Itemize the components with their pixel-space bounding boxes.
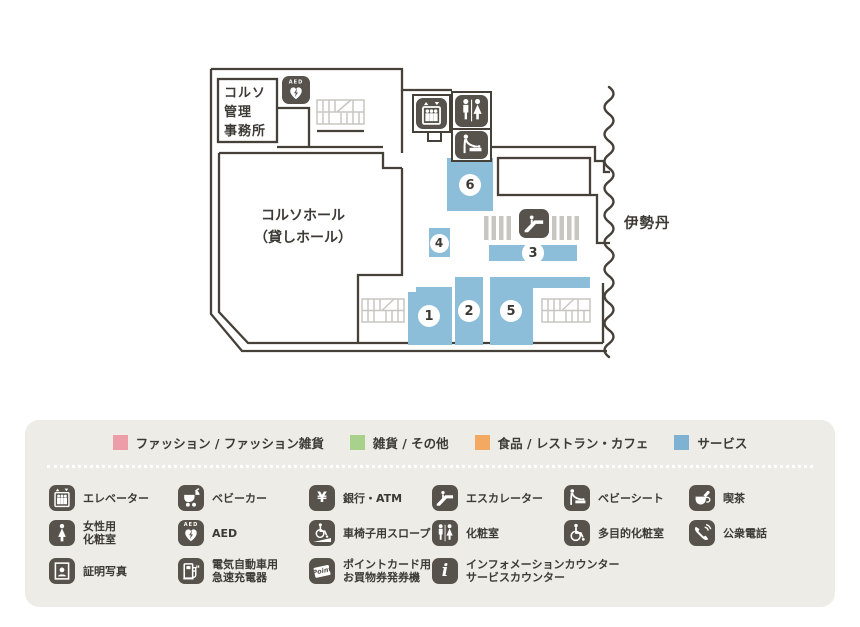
legend-item-information-counter: i インフォメーションカウンター サービスカウンター [432,558,619,584]
goods-swatch [349,435,365,450]
legend-item-elevator: エレベーター [49,485,149,511]
legend-item-aed: AED AED [178,520,237,546]
area-badge-1[interactable]: 1 [418,305,440,327]
legend-item-stroller: ベビーカー [178,485,267,511]
hall-label: コルソホール （貸しホール） [254,208,352,246]
isetan-boundary-wave [603,85,615,359]
coffee-icon [689,485,715,511]
area-badge-2[interactable]: 2 [458,300,480,322]
escalator-icon [432,485,458,511]
svg-text:AED: AED [289,80,303,86]
stairs-bottom-right [541,298,591,323]
category-legend: ファッション / ファッション雑貨 雑貨 / その他 食品 / レストラン・カフ… [25,433,835,452]
photo-icon [49,558,75,584]
phone-icon [689,520,715,546]
legend-item-point-card: Point ポイントカード用 お買物券発券機 [309,558,431,584]
category-fashion: ファッション / ファッション雑貨 [112,433,324,452]
admin-office-label: コルソ 管理 事務所 [224,86,267,139]
map-aed-icon: AED [282,76,310,104]
category-goods: 雑貨 / その他 [349,433,449,452]
floor-map-svg: AED [209,67,615,359]
category-label: 雑貨 / その他 [372,436,449,451]
map-baby-seat-icon [451,128,492,162]
female-icon [49,520,75,546]
legend-item-coffee: 喫茶 [689,485,745,511]
legend-item-id-photo: 証明写真 [49,558,127,584]
category-food: 食品 / レストラン・カフェ [474,433,649,452]
wheelchair-icon [564,520,590,546]
legend-item-ev-charger: 電気自動車用 急速充電器 [178,558,278,584]
yen-icon: ¥ [309,485,335,511]
category-label: サービス [697,436,748,451]
legend-item-womens-restroom: 女性用 化粧室 [49,520,116,546]
legend-panel: ファッション / ファッション雑貨 雑貨 / その他 食品 / レストラン・カフ… [25,420,835,607]
legend-item-bank-atm: ¥ 銀行・ATM [309,485,402,511]
stairs-top-left [316,99,365,125]
area-badge-6[interactable]: 6 [459,174,481,196]
food-swatch [474,435,490,450]
area-badge-5[interactable]: 5 [500,300,522,322]
ev-charger-icon [178,558,204,584]
legend-item-restroom: 化粧室 [432,520,499,546]
elevator-icon [49,485,75,511]
stroller-icon [178,485,204,511]
wheelchair-slope-icon [309,520,335,546]
legend-item-wheelchair-slope: 車椅子用スロープ [309,520,430,546]
area-badge-3[interactable]: 3 [522,242,544,264]
legend-item-baby-seat: ベビーシート [564,485,664,511]
escalator-strip [484,216,579,240]
map-escalator-icon [516,206,552,241]
legend-item-escalator: エスカレーター [432,485,543,511]
category-label: ファッション / ファッション雑貨 [135,436,324,451]
category-service: サービス [674,433,747,452]
map-restroom-icon [451,91,492,130]
legend-item-multipurpose-restroom: 多目的化粧室 [564,520,664,546]
map-elevator-icon [412,94,451,142]
legend-divider [47,465,813,468]
aed-icon: AED [178,520,204,546]
service-area-shape-5[interactable] [490,277,590,345]
stairs-bottom-left [361,298,405,323]
baby-seat-icon [564,485,590,511]
legend-item-public-phone: 公衆電話 [689,520,767,546]
point-card-icon: Point [309,558,335,584]
category-label: 食品 / レストラン・カフェ [497,436,649,451]
building-walls [209,67,610,353]
info-icon: i [432,558,458,584]
service-swatch [674,435,690,450]
area-badge-4[interactable]: 4 [429,233,449,253]
restroom-icon [432,520,458,546]
fashion-swatch [112,435,128,450]
isetan-label: 伊勢丹 [624,216,671,232]
